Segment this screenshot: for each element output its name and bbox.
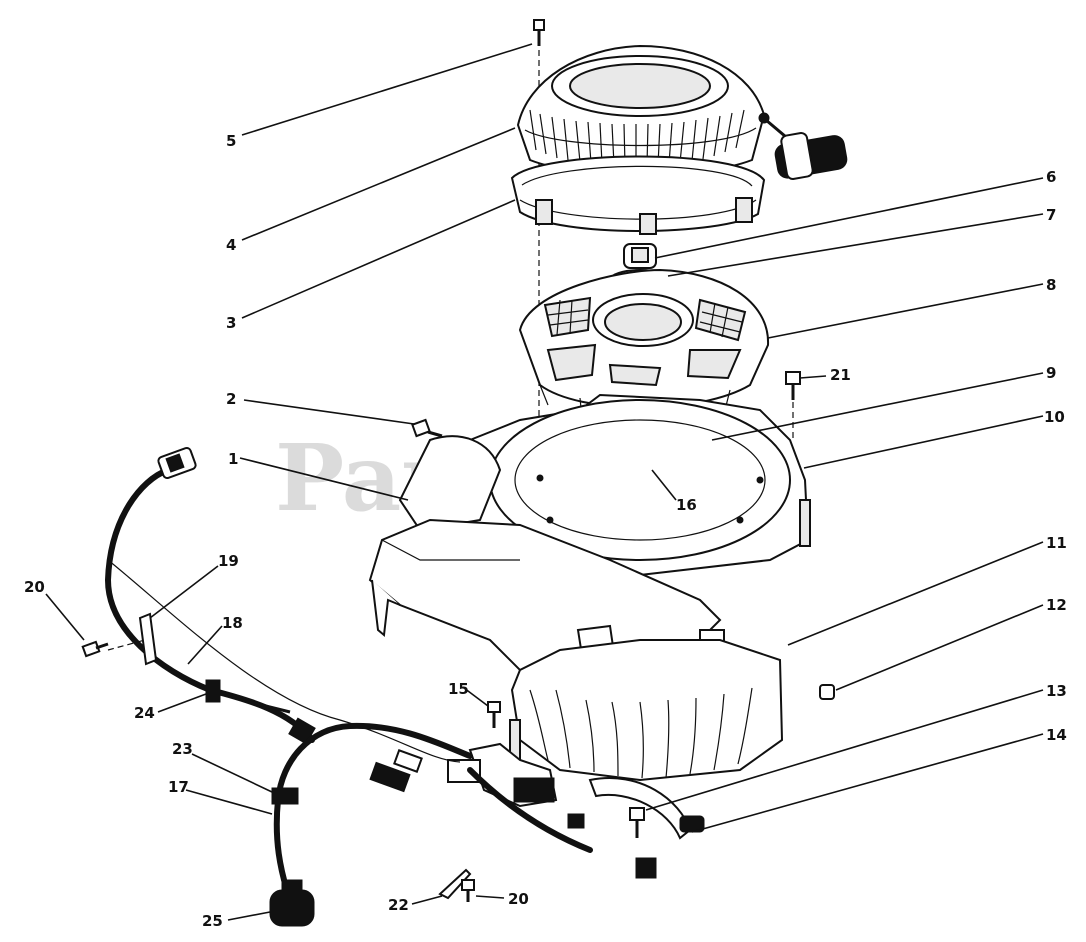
callout-3: 3 xyxy=(226,314,236,332)
callout-23: 23 xyxy=(172,740,193,758)
callout-2: 2 xyxy=(226,390,236,408)
callout-17: 17 xyxy=(168,778,189,796)
part-3-ring[interactable] xyxy=(510,155,766,235)
part-19-clip[interactable] xyxy=(138,612,158,666)
callout-5: 5 xyxy=(226,132,236,150)
part-20-screw-left[interactable] xyxy=(81,640,109,658)
callout-7: 7 xyxy=(1046,206,1056,224)
part-25-spark-plug-boot[interactable] xyxy=(269,879,315,927)
callout-25: 25 xyxy=(202,912,223,930)
callout-24: 24 xyxy=(134,704,155,722)
part-11-flywheel[interactable] xyxy=(509,639,784,782)
part-23-clamp[interactable] xyxy=(271,787,299,805)
callout-labels: 5 4 3 2 1 6 7 8 9 10 11 12 13 14 15 16 2… xyxy=(24,132,1067,930)
callout-11: 11 xyxy=(1046,534,1067,552)
part-18-wire-harness[interactable] xyxy=(104,446,461,763)
leader-lines xyxy=(45,43,1044,921)
callout-13: 13 xyxy=(1046,682,1067,700)
callout-8: 8 xyxy=(1046,276,1056,294)
callout-1: 1 xyxy=(228,450,238,468)
callout-12: 12 xyxy=(1046,596,1067,614)
callout-18: 18 xyxy=(222,614,243,632)
callout-10: 10 xyxy=(1044,408,1065,426)
callout-19: 19 xyxy=(218,552,239,570)
part-14-bracket[interactable] xyxy=(567,777,705,879)
callout-21: 21 xyxy=(830,366,851,384)
part-20-screw-bottom[interactable] xyxy=(461,879,475,902)
part-6-nut[interactable] xyxy=(623,243,657,269)
callout-22: 22 xyxy=(388,896,409,914)
callout-16: 16 xyxy=(676,496,697,514)
part-24-clamp[interactable] xyxy=(205,679,221,703)
part-4-starter-housing[interactable] xyxy=(516,44,848,180)
callout-20-left: 20 xyxy=(24,578,45,596)
callout-15: 15 xyxy=(448,680,469,698)
callout-9: 9 xyxy=(1046,364,1056,382)
part-21-screw[interactable] xyxy=(785,371,801,440)
part-15-screw[interactable] xyxy=(487,701,501,728)
ignition-module[interactable] xyxy=(447,742,558,808)
part-22-clip[interactable] xyxy=(438,868,472,900)
callout-14: 14 xyxy=(1046,726,1067,744)
callout-4: 4 xyxy=(226,236,236,254)
part-12-screw[interactable] xyxy=(819,684,835,700)
part-2-screw[interactable] xyxy=(411,418,443,438)
part-8-pulley[interactable] xyxy=(518,268,770,421)
part-13-screw[interactable] xyxy=(629,807,645,838)
callout-6: 6 xyxy=(1046,168,1056,186)
part-17-spark-plug-lead[interactable] xyxy=(273,722,593,903)
leader-20-clip-dash xyxy=(107,639,146,651)
callout-20-bottom: 20 xyxy=(508,890,529,908)
